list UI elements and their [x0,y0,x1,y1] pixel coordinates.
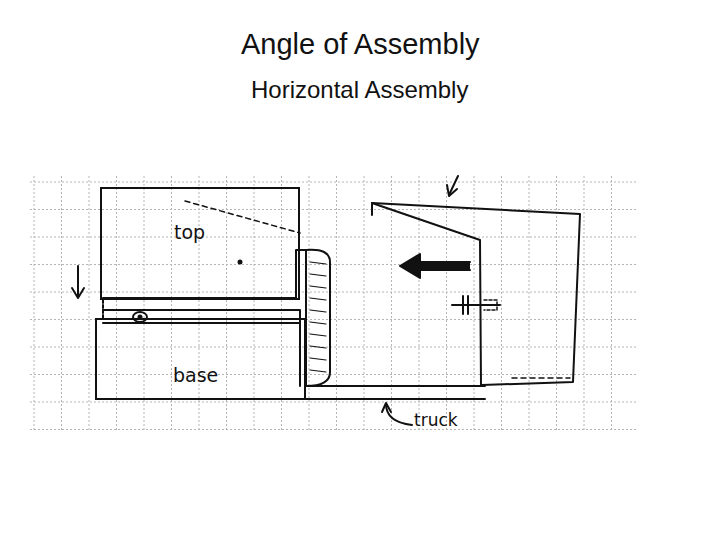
hinge-edge [102,300,104,318]
push-arrow [400,254,470,278]
motion-arrow [77,266,79,297]
top-block: top [100,187,300,300]
fixture-face [372,203,481,386]
track [306,386,485,399]
wheel-hatching [310,262,326,372]
subtitle: Horizontal Assembly [251,76,468,104]
wheel [306,250,330,386]
base-block: base [95,318,306,400]
hidden-line [512,377,570,379]
dot [239,261,242,264]
motion-arrowhead [72,288,84,298]
title: Angle of Assembly [241,28,480,61]
hinge-plate [103,310,300,386]
clamp-symbol [452,296,500,314]
leader-arrowhead [382,403,391,412]
leader-line [386,404,412,425]
part-label: truck [414,410,458,430]
hinge-pin [133,312,147,322]
clamp-symbol [484,300,497,310]
part-name: top [174,221,205,243]
part-name: base [173,364,218,386]
fixture-outline [372,203,580,385]
pointer-arrowhead [447,185,457,196]
grid-paper [30,176,636,432]
